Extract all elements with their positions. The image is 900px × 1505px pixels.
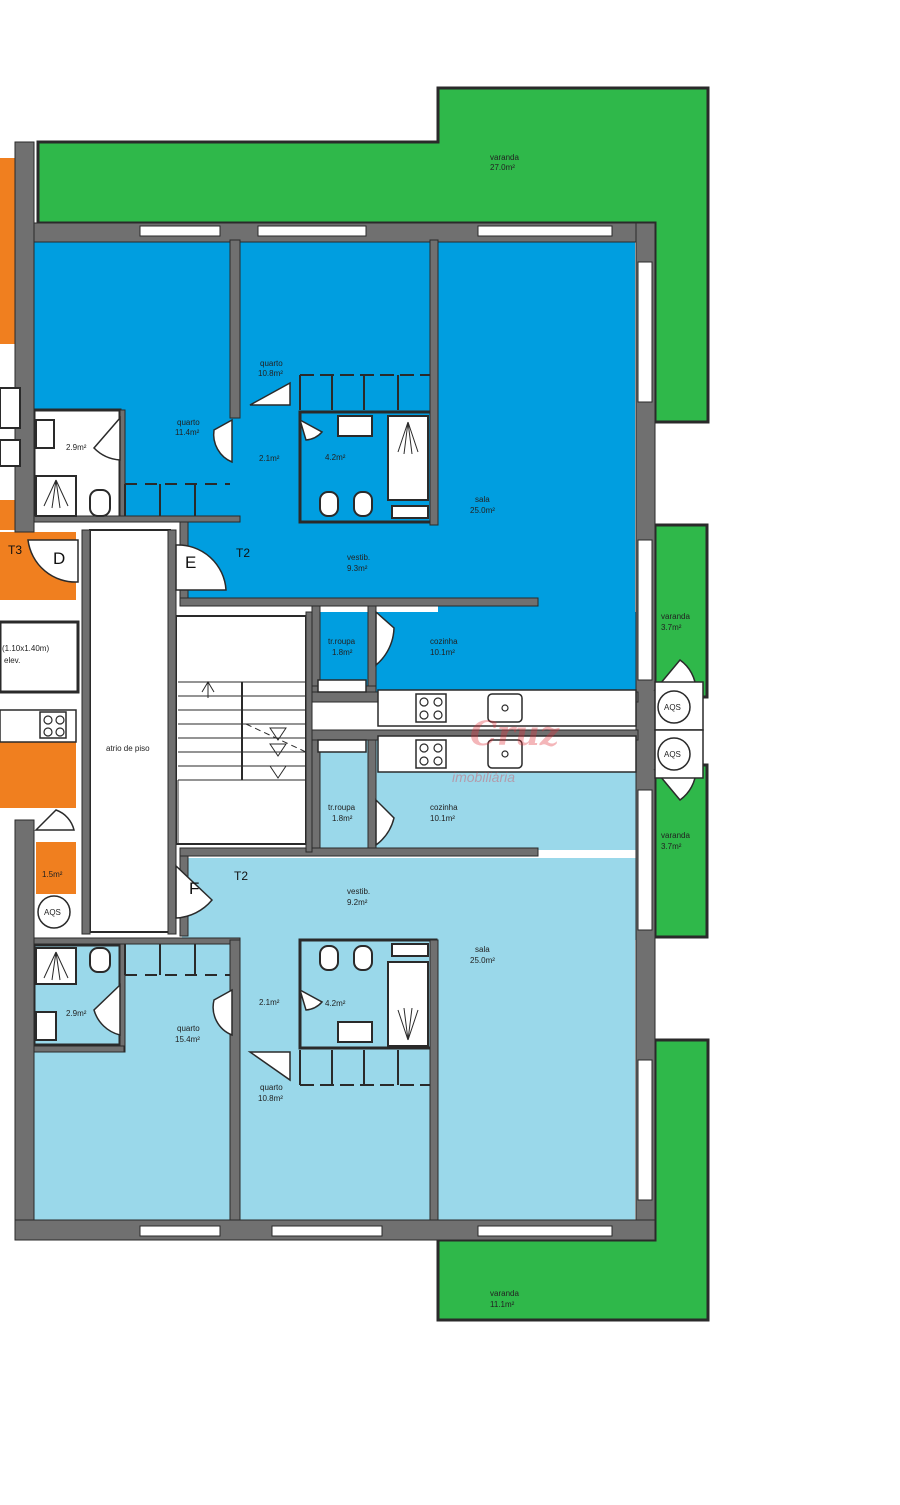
label-f-rouparia-area: 1.8m² [332,814,353,823]
label-e-quarto-mid-name: quarto [260,359,283,368]
label-e-wc-mid-area: 4.2m² [325,453,346,462]
label-e-quarto-mid-area: 10.8m² [258,369,283,378]
label-e-rouparia-name: tr.roupa [328,637,356,646]
label-e-letter: E [185,553,196,572]
label-f-letter: F [189,879,199,898]
label-f-cozinha-area: 10.1m² [430,814,455,823]
label-f-rouparia-name: tr.roupa [328,803,356,812]
elevator-shaft [0,620,80,694]
label-f-quarto-mid-name: quarto [260,1083,283,1092]
label-f-corridor-area: 2.1m² [259,998,280,1007]
stair-landing [89,529,171,933]
label-f-varanda-bottom-name: varanda [490,1289,519,1298]
stove-burners [43,697,509,766]
sanitary-fixtures [0,387,429,1047]
watermark: Cruz imobiliária [452,714,560,785]
label-d-aqs: AQS [44,908,61,917]
aqs-heaters [37,681,704,929]
label-f-wc-mid-area: 4.2m² [325,999,346,1008]
label-f-vestib-area: 9.2m² [347,898,368,907]
label-f-quarto-left-name: quarto [177,1024,200,1033]
label-d-letter: D [53,549,65,568]
label-f-aqs: AQS [664,750,681,759]
label-f-quarto-mid-area: 10.8m² [258,1094,283,1103]
label-f-varanda-bottom-area: 11.1m² [490,1300,515,1309]
label-elevator: elev. [4,656,20,665]
label-e-rouparia-area: 1.8m² [332,648,353,657]
label-e-varanda-side-area: 3.7m² [661,623,682,632]
label-elevator-size: (1.10x1.40m) [2,644,49,653]
label-e-sala-area: 25.0m² [470,506,495,515]
watermark-brand: Cruz [470,714,560,754]
label-e-vestib-area: 9.3m² [347,564,368,573]
label-f-sala-name: sala [475,945,490,954]
label-e-quarto-left-area: 11.4m² [175,428,200,437]
label-e-varanda-side-name: varanda [661,612,690,621]
label-e-wc-left-area: 2.9m² [66,443,87,452]
shower-icons [43,421,419,1041]
label-e-varanda-top-name: varanda [490,153,519,162]
label-e-cozinha-name: cozinha [430,637,458,646]
label-e-cozinha-area: 10.1m² [430,648,455,657]
label-e-corridor-area: 2.1m² [259,454,280,463]
entrance-doors [27,539,227,919]
label-f-varanda-side-name: varanda [661,831,690,840]
stairs [177,681,307,844]
label-e-sala-name: sala [475,495,490,504]
label-f-typology: T2 [234,869,248,883]
label-f-vestib-name: vestib. [347,887,370,896]
label-f-sala-area: 25.0m² [470,956,495,965]
label-f-varanda-side-area: 3.7m² [661,842,682,851]
label-f-quarto-left-area: 15.4m² [175,1035,200,1044]
balcony-side-e [653,523,709,699]
windows [139,225,653,1237]
label-e-aqs: AQS [664,703,681,712]
label-e-varanda-top-area: 27.0m² [490,163,515,172]
label-d-small-room-area: 1.5m² [42,870,63,879]
doors [34,381,697,1082]
label-d-typology: T3 [8,543,22,557]
wardrobes [124,374,430,1086]
label-atrio: atrio de piso [106,744,150,753]
label-f-cozinha-name: cozinha [430,803,458,812]
label-e-quarto-left-name: quarto [177,418,200,427]
watermark-tagline: imobiliária [452,769,515,785]
label-e-typology: T2 [236,546,250,560]
label-f-wc-left-area: 2.9m² [66,1009,87,1018]
label-e-vestib-name: vestib. [347,553,370,562]
